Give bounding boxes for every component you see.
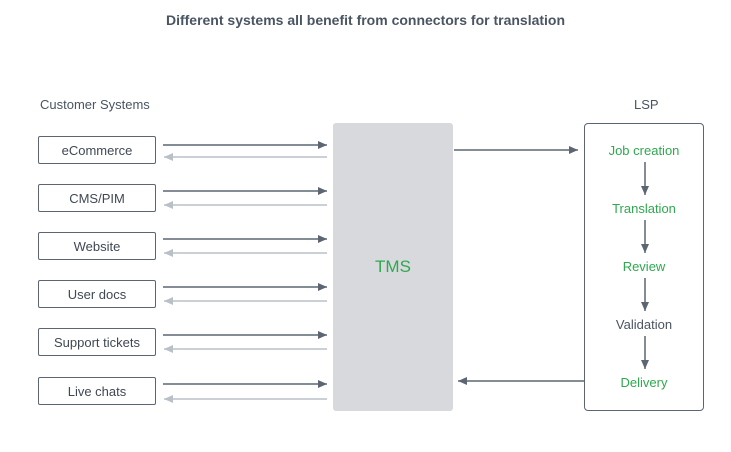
system-box-website[interactable]: Website <box>38 232 156 260</box>
lsp-step-delivery: Delivery <box>620 375 668 390</box>
lsp-step-validation: Validation <box>615 317 673 332</box>
system-box-user-docs[interactable]: User docs <box>38 280 156 308</box>
lsp-step-review: Review <box>622 259 666 274</box>
customer-systems-label: Customer Systems <box>40 97 150 112</box>
lsp-label: LSP <box>634 97 659 112</box>
system-box-cms-pim[interactable]: CMS/PIM <box>38 184 156 212</box>
system-box-live-chats[interactable]: Live chats <box>38 377 156 405</box>
system-box-support-tickets[interactable]: Support tickets <box>38 328 156 356</box>
tms-box[interactable]: TMS <box>333 123 453 411</box>
lsp-step-job-creation: Job creation <box>608 143 680 158</box>
tms-label: TMS <box>375 257 411 276</box>
lsp-step-translation: Translation <box>612 201 676 216</box>
diagram-title: Different systems all benefit from conne… <box>165 12 566 28</box>
system-box-ecommerce[interactable]: eCommerce <box>38 136 156 164</box>
